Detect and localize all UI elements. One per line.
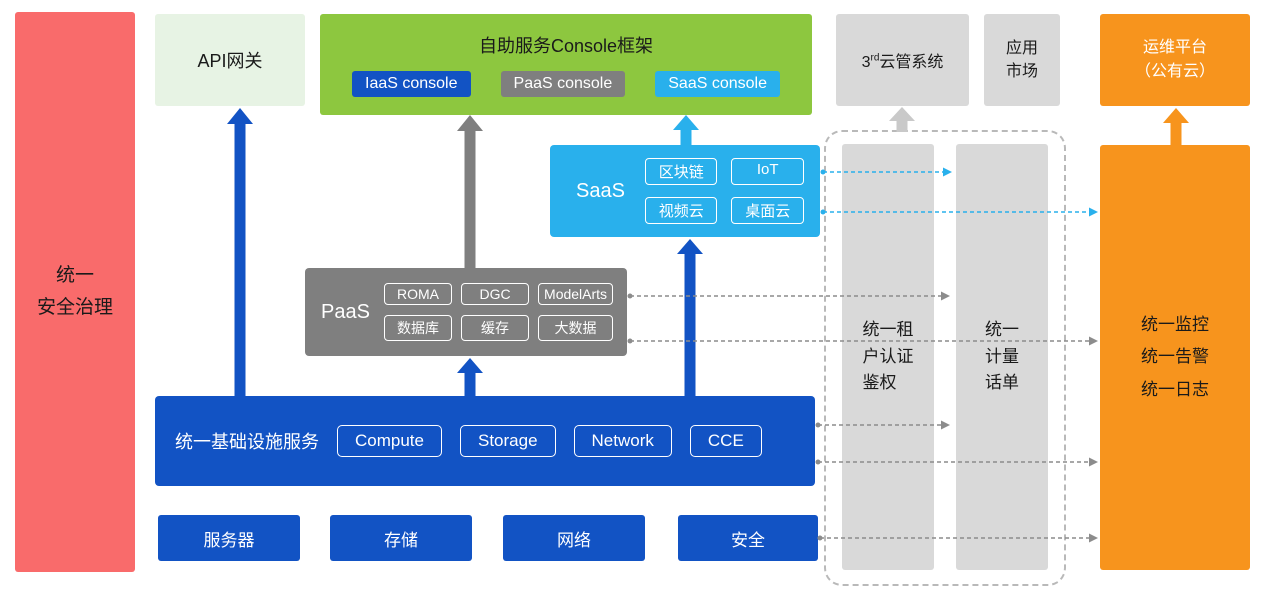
console-framework-box: 自助服务Console框架 IaaS console PaaS console … [320, 14, 812, 115]
paas-item-dgc: DGC [461, 283, 530, 305]
hardware-security-box: 安全 [678, 515, 818, 561]
saas-item-iot: IoT [731, 158, 804, 185]
saas-item-blockchain: 区块链 [644, 158, 718, 185]
infrastructure-label: 统一基础设施服务 [175, 432, 319, 452]
console-chip-row: IaaS console PaaS console SaaS console [352, 71, 780, 98]
infrastructure-block: 统一基础设施服务 Compute Storage Network CCE [155, 396, 815, 486]
ops-platform-box: 运维平台 （公有云） [1100, 14, 1250, 106]
saas-item-video-cloud: 视频云 [644, 197, 718, 224]
paas-item-cache: 缓存 [461, 315, 530, 341]
arrow-infra-to-saas [677, 239, 703, 396]
infra-item-storage: Storage [459, 425, 556, 457]
hardware-storage-box: 存储 [330, 515, 472, 561]
saas-console-chip: SaaS console [655, 71, 780, 98]
api-gateway-box: API网关 [155, 14, 305, 106]
paas-item-database: 数据库 [383, 315, 453, 341]
arrow-infra-to-paas [457, 358, 483, 396]
arrow-infra-to-api-gateway [227, 108, 253, 396]
paas-item-modelarts: ModelArts [538, 283, 613, 305]
hardware-server-box: 服务器 [158, 515, 300, 561]
saas-item-desktop-cloud: 桌面云 [731, 197, 804, 224]
paas-block-label: PaaS [321, 300, 370, 323]
metering-label: 统一 计量 话单 [985, 320, 1019, 393]
security-governance-bar: 统一 安全治理 [15, 12, 135, 572]
metering-bar: 统一 计量 话单 [956, 144, 1048, 570]
third-party-cloud-label: 3rd云管系统 [861, 52, 944, 71]
infra-item-network: Network [573, 425, 672, 457]
paas-item-roma: ROMA [383, 283, 453, 305]
paas-items: ROMA DGC ModelArts 数据库 缓存 大数据 [383, 283, 613, 341]
shared-services-dashed-zone [824, 130, 1066, 586]
infra-item-compute: Compute [337, 425, 442, 457]
tenant-auth-bar: 统一租 户认证 鉴权 [842, 144, 934, 570]
paas-block: PaaS ROMA DGC ModelArts 数据库 缓存 大数据 [305, 268, 627, 356]
iaas-console-chip: IaaS console [352, 71, 471, 98]
app-market-box: 应用 市场 [984, 14, 1060, 106]
saas-items: 区块链 IoT 视频云 桌面云 [644, 158, 804, 224]
paas-item-bigdata: 大数据 [538, 315, 613, 341]
third-party-cloud-box: 3rd云管系统 [836, 14, 969, 106]
arrow-paas-to-console [457, 115, 483, 268]
arrow-opsbar-to-ops-platform [1163, 108, 1189, 145]
arrow-zone-to-third-party [889, 107, 915, 132]
saas-block: SaaS 区块链 IoT 视频云 桌面云 [550, 145, 820, 237]
tenant-auth-label: 统一租 户认证 鉴权 [862, 320, 914, 393]
console-framework-title: 自助服务Console框架 [478, 35, 654, 56]
saas-block-label: SaaS [576, 179, 625, 202]
monitoring-alarm-log-bar: 统一监控 统一告警 统一日志 [1100, 145, 1250, 570]
hardware-network-box: 网络 [503, 515, 645, 561]
infra-item-cce: CCE [689, 425, 762, 457]
paas-console-chip: PaaS console [500, 71, 626, 98]
arrow-saas-to-console [673, 115, 699, 145]
